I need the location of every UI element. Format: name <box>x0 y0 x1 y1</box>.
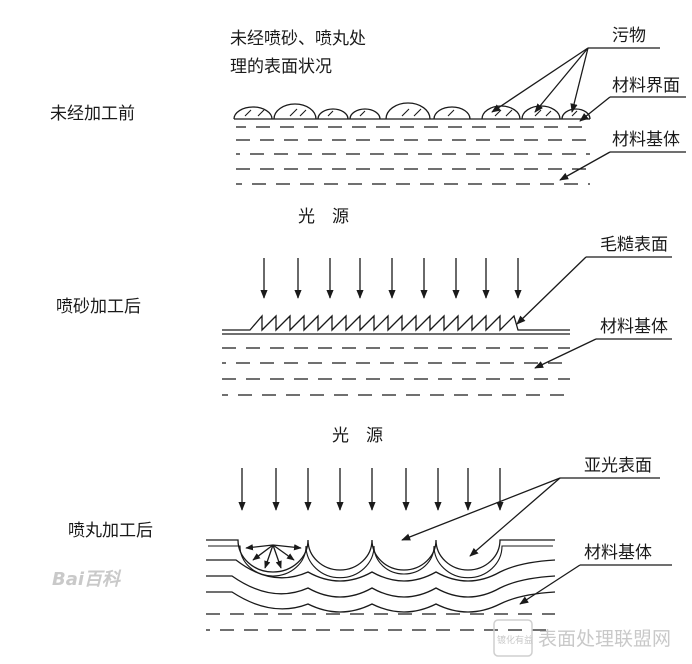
callout-matte: 亚光表面 <box>401 456 660 557</box>
shotpeen-side-label: 喷丸加工后 <box>68 521 153 541</box>
site-badge-text: 镀化有益 <box>497 634 533 646</box>
callout-dirt: 污物 <box>491 26 660 113</box>
sandblast-light-arrows <box>260 258 522 299</box>
shotpeen-substrate-waves <box>206 559 556 613</box>
callout-substrate-2: 材料基体 <box>534 317 672 369</box>
callout-substrate-1: 材料基体 <box>559 130 686 181</box>
shotpeen-substrate-dashes <box>206 613 555 631</box>
sandblast-side-label: 喷砂加工后 <box>56 297 141 317</box>
site-name-watermark: 表面处理联盟网 <box>538 628 671 650</box>
callout-matte-label: 亚光表面 <box>584 456 652 476</box>
callout-interface-label: 材料界面 <box>612 76 680 96</box>
callout-substrate-3: 材料基体 <box>519 543 672 605</box>
callout-substrate-3-label: 材料基体 <box>584 543 652 563</box>
rough-surface <box>222 314 570 332</box>
shotpeen-light-arrows <box>238 468 504 511</box>
watermarks: Bai百科 镀化有益 表面处理联盟网 <box>52 569 671 657</box>
impact-arrows <box>245 544 302 569</box>
site-badge-frame <box>493 619 533 657</box>
dirt-particles <box>233 102 591 120</box>
section-untreated: 未经加工前 未经喷砂、喷丸处 理的表面状况 <box>50 26 686 185</box>
callout-rough-label: 毛糙表面 <box>600 235 668 255</box>
untreated-caption-line1: 未经喷砂、喷丸处 <box>230 29 366 49</box>
callout-dirt-label: 污物 <box>612 26 646 46</box>
callout-substrate-2-label: 材料基体 <box>600 317 668 337</box>
sandblast-substrate-dashes <box>222 347 570 396</box>
callout-substrate-1-label: 材料基体 <box>612 130 680 150</box>
baidu-watermark: Bai百科 <box>52 569 122 590</box>
dimpled-surface-inner <box>208 545 553 579</box>
sandblast-light-source: 光 源 <box>298 207 349 227</box>
untreated-caption-line2: 理的表面状况 <box>230 57 332 77</box>
section-sandblast: 光 源 喷砂加工后 毛糙表面 <box>56 207 672 396</box>
dimpled-surface <box>206 539 555 573</box>
callout-rough: 毛糙表面 <box>516 235 672 325</box>
callout-interface: 材料界面 <box>579 76 686 122</box>
untreated-side-label: 未经加工前 <box>50 104 135 124</box>
shotpeen-light-source: 光 源 <box>332 426 383 446</box>
untreated-substrate-dashes <box>236 126 590 185</box>
section-shotpeen: 光 源 喷丸加工后 <box>68 426 672 631</box>
